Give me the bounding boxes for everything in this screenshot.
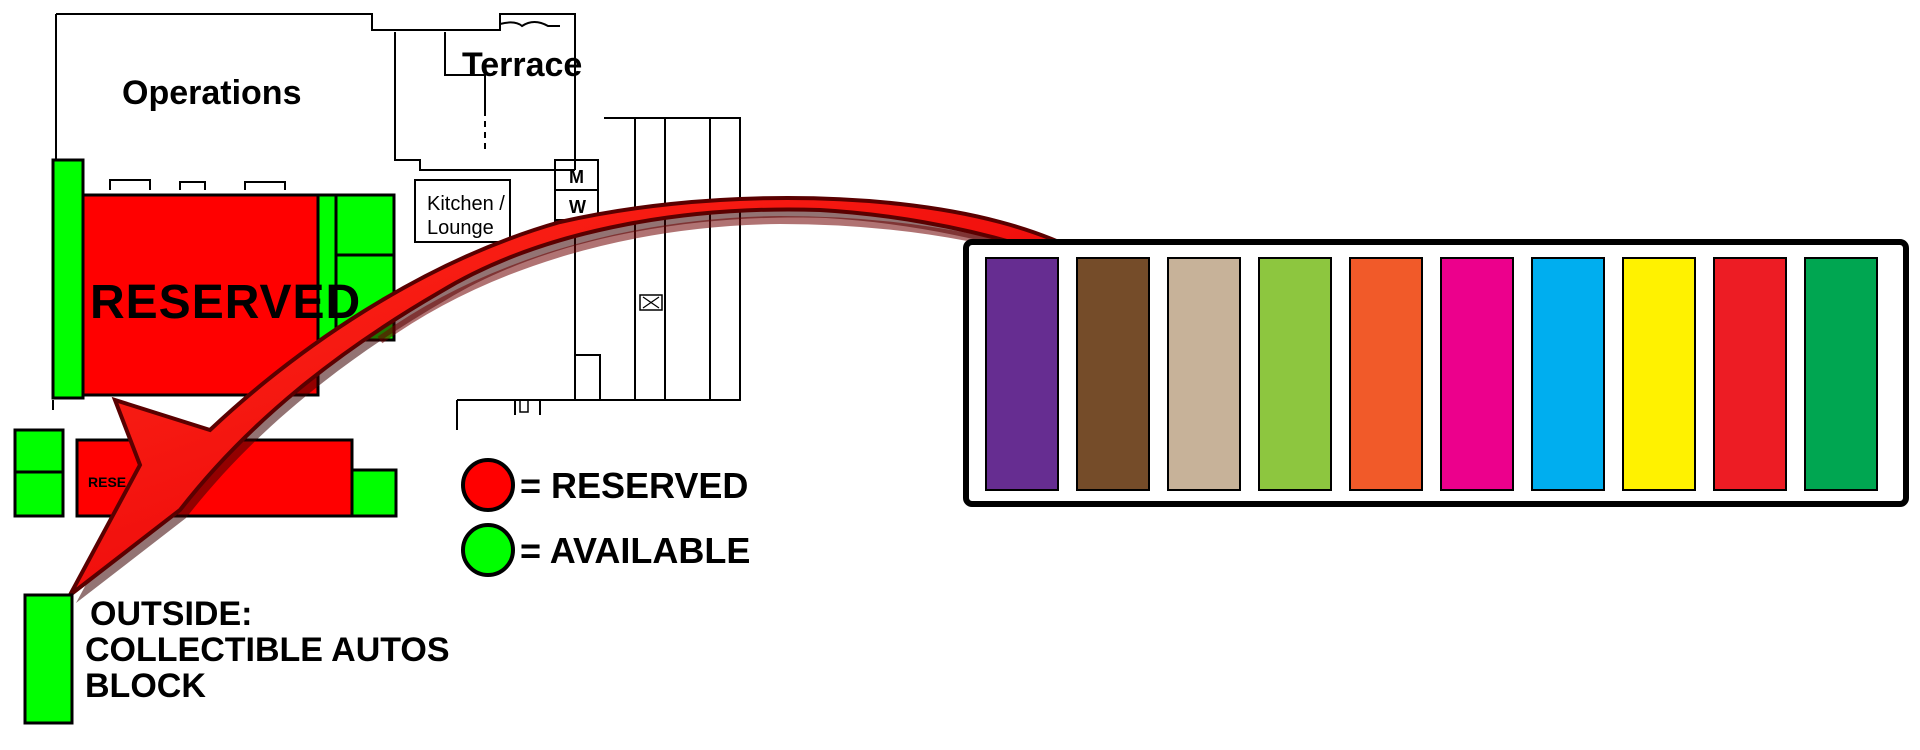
color-swatch-group [985, 257, 1878, 491]
room-label-terrace: Terrace [462, 46, 582, 84]
outside-block-swatch[interactable] [23, 593, 74, 725]
color-swatch[interactable] [1258, 257, 1332, 491]
building-walls [52, 13, 741, 430]
legend-available-swatch [461, 523, 515, 577]
legend: = RESERVED = AVAILABLE [461, 458, 750, 577]
color-swatch[interactable] [1713, 257, 1787, 491]
booth-available[interactable] [13, 428, 65, 474]
legend-reserved-label: = RESERVED [520, 465, 748, 506]
legend-reserved-swatch [461, 458, 515, 512]
legend-available-label: = AVAILABLE [520, 530, 750, 571]
booth-available[interactable] [51, 158, 85, 400]
restroom-women-label: W [569, 197, 586, 217]
color-swatch[interactable] [1440, 257, 1514, 491]
restroom-men-label: M [569, 167, 584, 187]
reserved-block-label: RESERVED [90, 276, 361, 329]
color-swatch[interactable] [985, 257, 1059, 491]
reserved-lower-label: RESE [88, 474, 126, 490]
room-label-operations: Operations [122, 74, 301, 112]
color-swatch[interactable] [1349, 257, 1423, 491]
color-swatch[interactable] [1076, 257, 1150, 491]
outside-label-line3: BLOCK [85, 667, 206, 705]
outside-label-line1: OUTSIDE: [90, 595, 252, 633]
color-swatch[interactable] [1804, 257, 1878, 491]
color-swatch[interactable] [1531, 257, 1605, 491]
outside-label-line2: COLLECTIBLE AUTOS [85, 631, 450, 669]
booth-available[interactable] [334, 193, 396, 257]
booth-available[interactable] [13, 470, 65, 518]
room-label-kitchen: Kitchen / [427, 193, 505, 215]
booth-available[interactable] [350, 468, 398, 518]
booth-reserved-main[interactable] [81, 193, 320, 397]
kitchen-lounge-room [414, 179, 511, 243]
color-swatch[interactable] [1622, 257, 1696, 491]
color-swatch[interactable] [1167, 257, 1241, 491]
room-label-lounge: Lounge [427, 217, 494, 239]
